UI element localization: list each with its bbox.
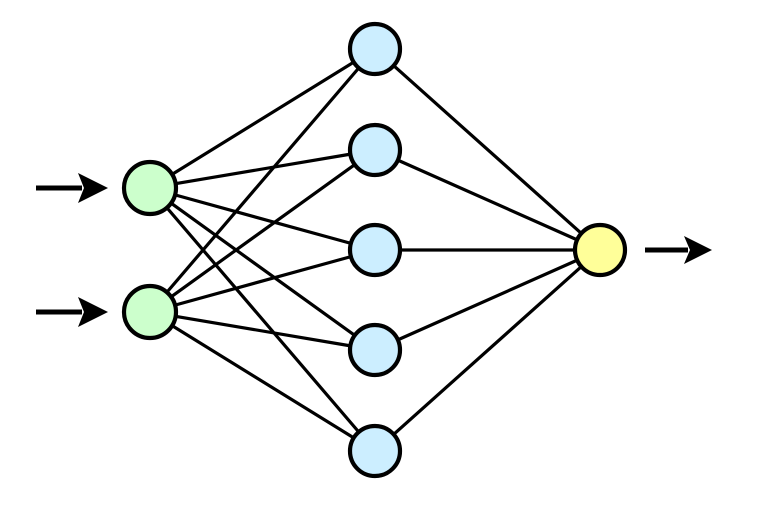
edge-h1-o1	[391, 63, 584, 236]
output-arrow-head	[684, 236, 712, 264]
node-hidden-4[interactable]	[347, 322, 403, 378]
edge-i1-h2	[173, 152, 353, 186]
node-hidden-5[interactable]	[347, 423, 403, 479]
edge-i1-h1	[169, 60, 357, 177]
edge-i1-h5	[164, 205, 361, 435]
edge-h4-o1	[395, 258, 580, 342]
nodes-group	[121, 21, 628, 479]
edge-i2-h2	[168, 162, 358, 299]
edge-i1-h4	[168, 201, 358, 338]
node-input-2[interactable]	[121, 283, 179, 341]
input-arrow-bottom	[36, 297, 108, 327]
output-arrow	[645, 236, 712, 264]
node-output-1[interactable]	[572, 222, 628, 278]
edges-group	[164, 60, 584, 440]
edge-i1-h3	[172, 193, 354, 246]
arrows-group	[36, 173, 712, 327]
edge-h5-o1	[391, 264, 584, 437]
edge-i2-h4	[173, 314, 353, 348]
edge-i2-h3	[172, 254, 354, 307]
input-arrow-bottom-head	[78, 297, 108, 327]
edge-i2-h1	[164, 65, 361, 295]
input-arrow-top-head	[78, 173, 108, 203]
input-arrow-top	[36, 173, 108, 203]
edge-h2-o1	[395, 158, 580, 242]
edge-i2-h5	[169, 323, 357, 440]
node-hidden-1[interactable]	[347, 21, 403, 77]
node-input-1[interactable]	[121, 159, 179, 217]
node-hidden-3[interactable]	[347, 222, 403, 278]
node-hidden-2[interactable]	[347, 122, 403, 178]
